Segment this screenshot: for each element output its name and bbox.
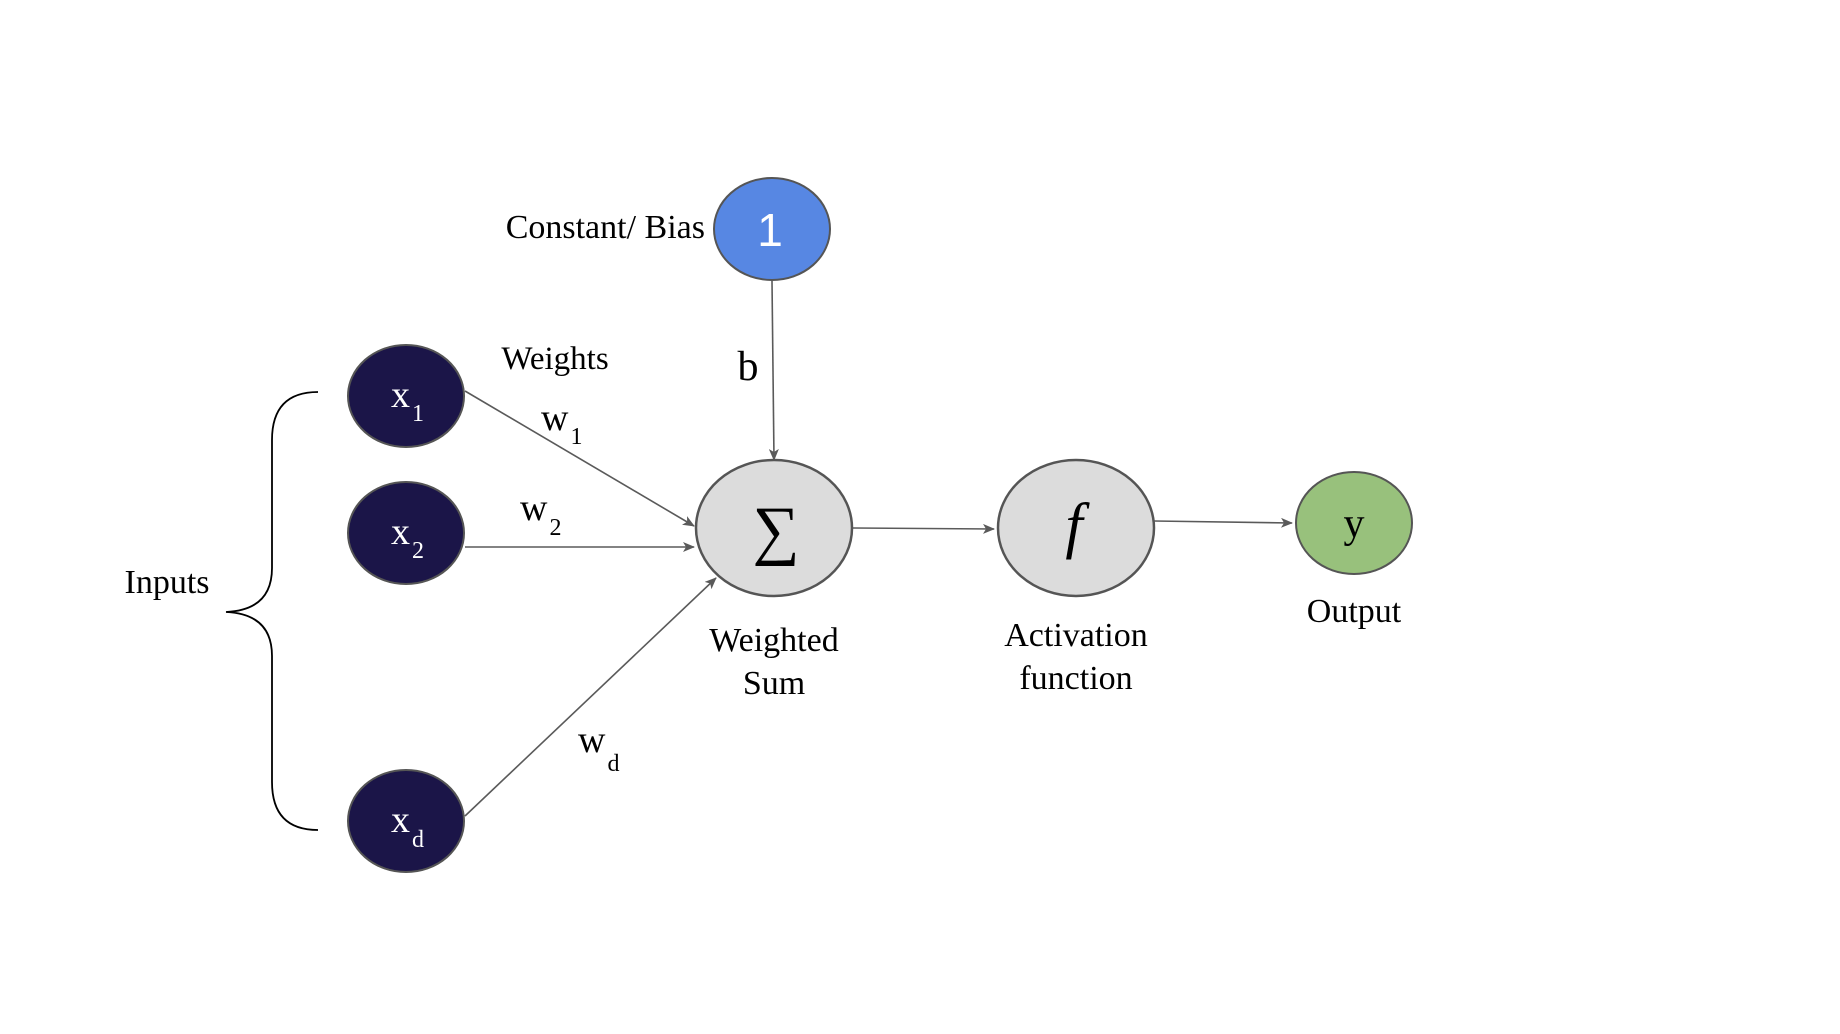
inputs-label: Inputs — [125, 564, 210, 601]
weight-wd-label: wd — [578, 719, 619, 777]
sum-symbol: ∑ — [752, 494, 799, 567]
input-x1-subscript: 1 — [412, 401, 424, 427]
activation-label-line1: Activation — [1004, 617, 1148, 654]
bias-edge-label: b — [738, 344, 759, 390]
bias-node — [713, 177, 831, 281]
edge-xd-to-sum — [464, 577, 717, 817]
input-xd-subscript: d — [412, 827, 424, 853]
output-symbol: y — [1344, 501, 1365, 547]
weight-w2-label: w2 — [520, 487, 561, 541]
weight-wd-base: w — [578, 719, 606, 761]
weights-title: Weights — [501, 341, 608, 377]
weight-w2-subscript: 2 — [549, 515, 561, 541]
input-x1-base: x — [391, 374, 410, 416]
activation-node — [996, 458, 1156, 598]
input-node-x1 — [347, 344, 465, 448]
output-label: Output — [1307, 593, 1402, 630]
edge-bias-to-sum — [768, 280, 779, 461]
edge-x1-to-sum — [464, 390, 695, 527]
weight-wd-subscript: d — [607, 751, 619, 777]
edge-sum-to-activation — [852, 523, 995, 534]
input-node-xd — [347, 769, 465, 873]
sum-label-line1: Weighted — [709, 622, 838, 659]
input-x2-base: x — [391, 511, 410, 553]
bias-label: Constant/ Bias — [506, 209, 705, 246]
bias-node-value: 1 — [757, 204, 783, 256]
weight-w1-base: w — [541, 397, 569, 439]
weight-w2-base: w — [520, 487, 548, 529]
input-xd-label: xd — [391, 799, 424, 853]
activation-label-line2: function — [1019, 660, 1132, 697]
input-xd-base: x — [391, 799, 410, 841]
edge-activation-to-output — [1153, 517, 1293, 528]
input-node-x2 — [347, 481, 465, 585]
inputs-brace — [225, 391, 319, 831]
sum-label-line2: Sum — [743, 665, 805, 702]
input-x1-label: x1 — [391, 374, 424, 427]
input-x2-label: x2 — [391, 511, 424, 564]
weight-w1-subscript: 1 — [570, 424, 582, 450]
sum-node — [694, 458, 854, 598]
weight-w1-label: w1 — [541, 397, 582, 450]
output-node — [1295, 471, 1413, 575]
input-x2-subscript: 2 — [412, 538, 424, 564]
